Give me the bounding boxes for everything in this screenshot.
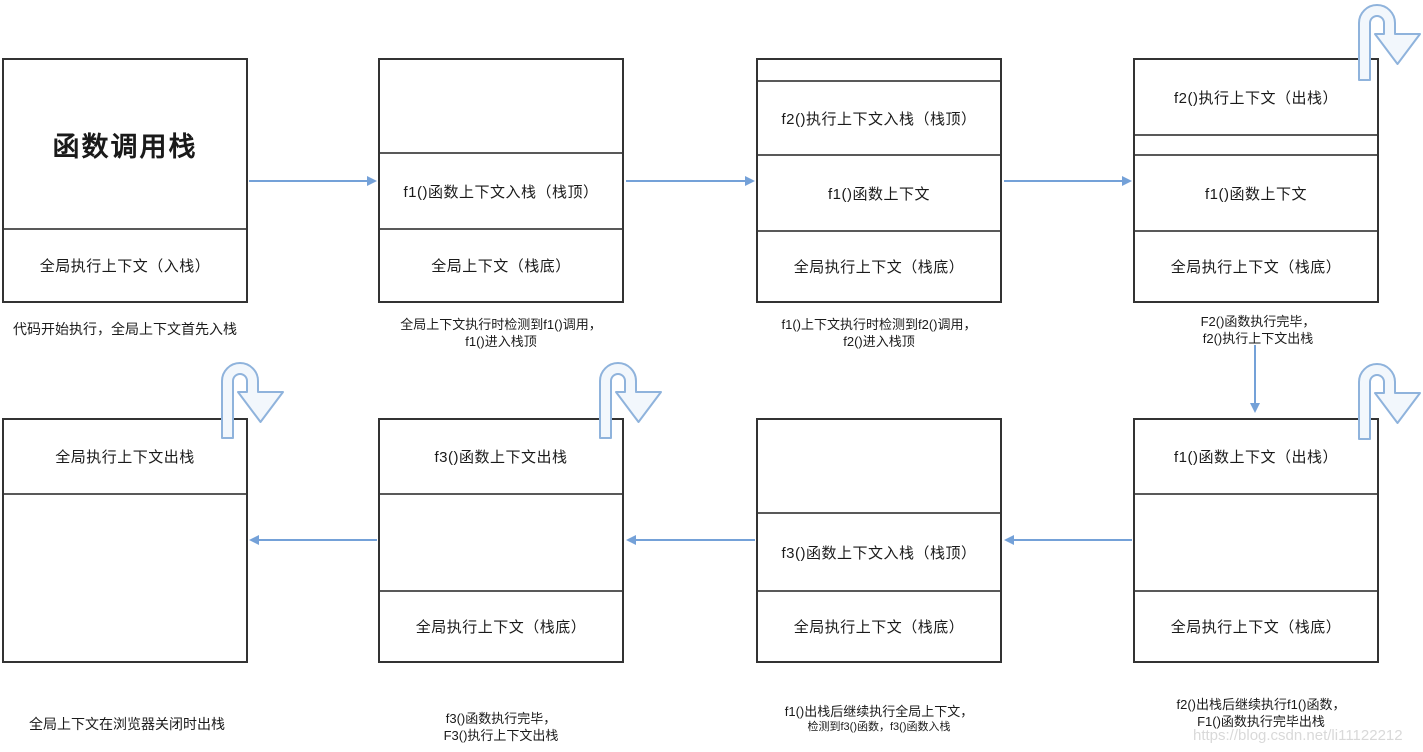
stack-frame-global-bottom: 全局执行上下文（栈底） xyxy=(1135,590,1377,661)
stack-frame-f2-pop: f2()执行上下文（出栈） xyxy=(1173,89,1338,107)
arrow-step4-to-step5-icon xyxy=(1250,345,1260,413)
caption-step4: F2()函数执行完毕， f2()执行上下文出栈 xyxy=(1200,314,1316,346)
stack-box-global-pop: 全局执行上下文出栈 xyxy=(2,418,248,663)
caption-step8: 全局上下文在浏览器关闭时出栈 xyxy=(29,716,225,732)
stack-frame-f3-push: f3()函数上下文入栈（栈顶） xyxy=(758,512,1000,590)
stack-box-f3-push: f3()函数上下文入栈（栈顶） 全局执行上下文（栈底） xyxy=(756,418,1002,663)
stack-frame-f2-push: f2()执行上下文入栈（栈顶） xyxy=(758,80,1000,154)
stack-frame-global-bottom: 全局上下文（栈底） xyxy=(380,228,622,301)
arrow-step5-to-step6-icon xyxy=(1004,535,1132,545)
caption-step7: f3()函数执行完毕， F3()执行上下文出栈 xyxy=(443,711,559,743)
stack-box-f2-push: f2()执行上下文入栈（栈顶） f1()函数上下文 全局执行上下文（栈底） xyxy=(756,58,1002,303)
stack-frame-empty xyxy=(380,493,622,590)
watermark-url: https://blog.csdn.net/li11122212 xyxy=(1193,727,1403,744)
stack-box-f1-pop: f1()函数上下文（出栈） 全局执行上下文（栈底） xyxy=(1133,418,1379,663)
stack-frame-global-bottom: 全局执行上下文（栈底） xyxy=(380,590,622,661)
stack-frame-empty xyxy=(4,493,246,661)
stack-frame-f1: f1()函数上下文 xyxy=(1135,154,1377,230)
u-turn-arrow-icon xyxy=(599,362,662,439)
stack-frame-global-pop: 全局执行上下文出栈 xyxy=(55,449,195,466)
stack-frame-global-push: 全局执行上下文（入栈） xyxy=(4,228,246,301)
stack-frame-empty xyxy=(758,420,1000,512)
u-turn-arrow-icon xyxy=(1358,363,1421,440)
stack-frame-f1-pop: f1()函数上下文（出栈） xyxy=(1173,449,1338,466)
stack-frame-f1-push: f1()函数上下文入栈（栈顶） xyxy=(380,152,622,228)
u-turn-arrow-icon xyxy=(221,362,284,439)
caption-step2: 全局上下文执行时检测到f1()调用， f1()进入栈顶 xyxy=(400,317,602,349)
u-turn-arrow-icon xyxy=(1358,4,1421,81)
stack-box-initial: 函数调用栈 全局执行上下文（入栈） xyxy=(2,58,248,303)
stack-box-f2-pop: f2()执行上下文（出栈） f1()函数上下文 全局执行上下文（栈底） xyxy=(1133,58,1379,303)
stack-frame-empty xyxy=(758,60,1000,80)
stack-frame-empty xyxy=(380,60,622,152)
arrow-step6-to-step7-icon xyxy=(626,535,755,545)
arrow-step2-to-step3-icon xyxy=(626,176,755,186)
stack-frame-f1: f1()函数上下文 xyxy=(758,154,1000,230)
caption-step5: f2()出栈后继续执行f1()函数， F1()函数执行完毕出栈 xyxy=(1176,697,1346,729)
arrow-step7-to-step8-icon xyxy=(249,535,377,545)
caption-step1: 代码开始执行，全局上下文首先入栈 xyxy=(13,321,237,337)
stack-frame-empty xyxy=(1135,134,1377,154)
arrow-step1-to-step2-icon xyxy=(249,176,377,186)
arrow-step3-to-step4-icon xyxy=(1004,176,1132,186)
stack-box-f3-pop: f3()函数上下文出栈 全局执行上下文（栈底） xyxy=(378,418,624,663)
stack-frame-empty xyxy=(1135,493,1377,590)
caption-step6: f1()出栈后继续执行全局上下文， 检测到f3()函数，f3()函数入栈 xyxy=(784,704,974,733)
stack-frame-global-bottom: 全局执行上下文（栈底） xyxy=(758,230,1000,301)
stack-box-f1-push: f1()函数上下文入栈（栈顶） 全局上下文（栈底） xyxy=(378,58,624,303)
stack-frame-global-bottom: 全局执行上下文（栈底） xyxy=(758,590,1000,661)
caption-step3: f1()上下文执行时检测到f2()调用， f2()进入栈顶 xyxy=(781,317,977,349)
diagram-title: 函数调用栈 xyxy=(52,131,198,162)
stack-frame-f3-pop: f3()函数上下文出栈 xyxy=(434,449,568,466)
stack-title-cell: 函数调用栈 xyxy=(4,60,246,228)
stack-frame-global-bottom: 全局执行上下文（栈底） xyxy=(1135,230,1377,301)
